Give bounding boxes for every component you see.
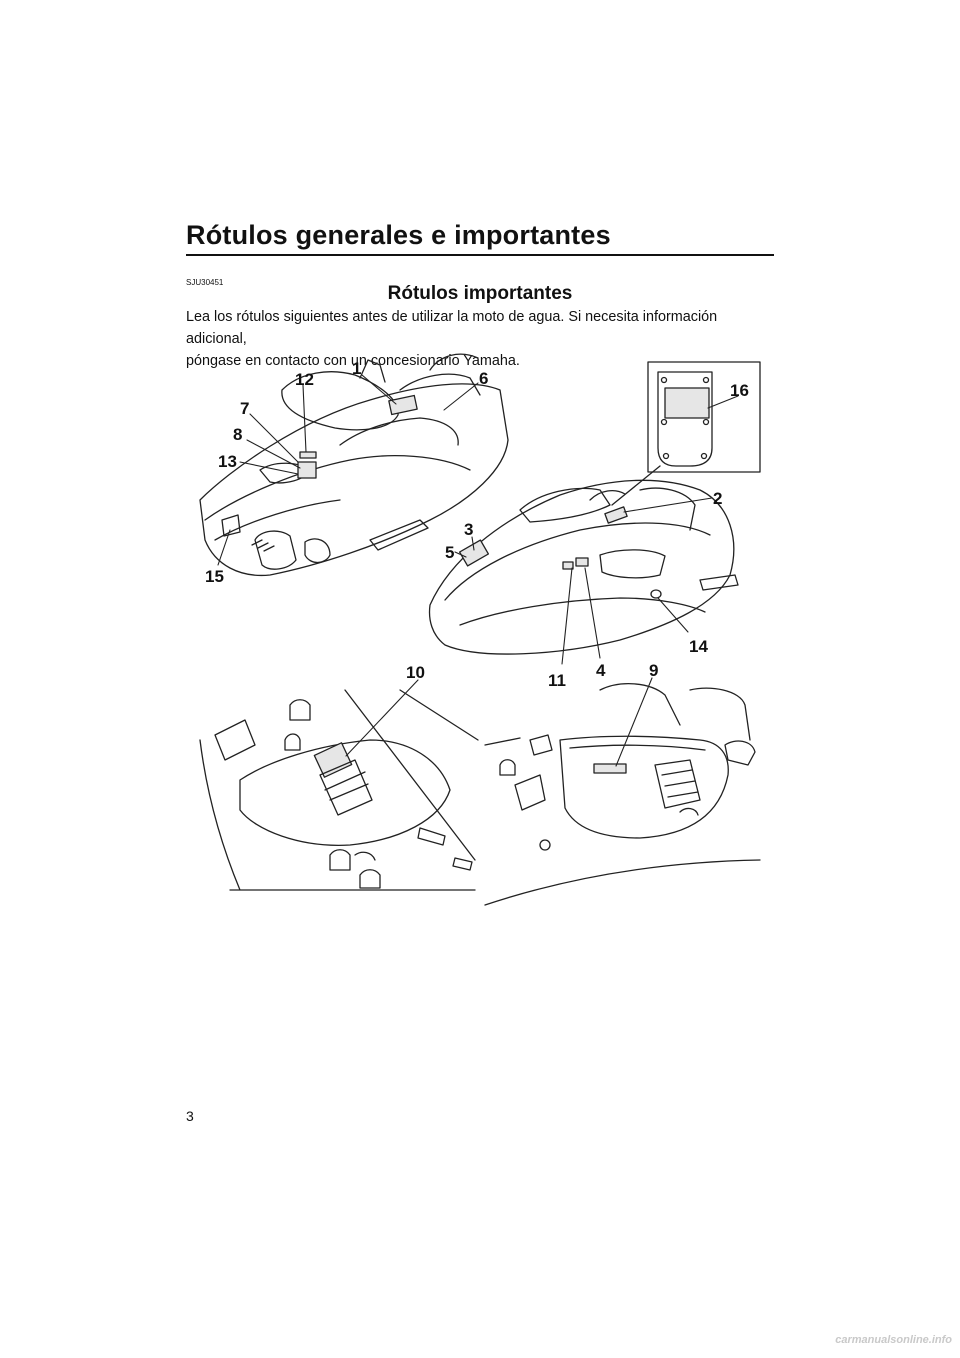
storage-compartment-illustration bbox=[484, 683, 761, 906]
callout-2: 2 bbox=[713, 489, 722, 508]
callout-10: 10 bbox=[406, 663, 425, 682]
callout-8: 8 bbox=[233, 425, 242, 444]
callout-6: 6 bbox=[479, 369, 488, 388]
intro-line-2: póngase en contacto con un concesionario… bbox=[186, 353, 520, 369]
intro-paragraph: Lea los rótulos siguientes antes de util… bbox=[186, 306, 776, 372]
intro-line-1: Lea los rótulos siguientes antes de util… bbox=[186, 309, 718, 347]
section-title: Rótulos importantes bbox=[387, 283, 573, 304]
callout-5: 5 bbox=[445, 543, 454, 562]
callout-11: 11 bbox=[548, 671, 566, 690]
page-header-title: Rótulos generales e importantes bbox=[186, 220, 611, 250]
callout-16: 16 bbox=[730, 381, 749, 400]
header-rule bbox=[186, 254, 774, 256]
callout-14: 14 bbox=[689, 637, 708, 656]
callout-leader-lines bbox=[217, 374, 739, 767]
inset-label-detail bbox=[611, 361, 761, 506]
callout-9: 9 bbox=[649, 661, 658, 680]
callout-3: 3 bbox=[464, 520, 473, 539]
callout-7: 7 bbox=[240, 399, 249, 418]
callout-12: 12 bbox=[295, 370, 314, 389]
watercraft-rear-illustration bbox=[199, 353, 509, 577]
callout-4: 4 bbox=[596, 661, 606, 680]
footer-watermark: carmanualsonline.info bbox=[835, 1334, 952, 1346]
callout-13: 13 bbox=[218, 452, 237, 471]
engine-compartment-illustration bbox=[199, 689, 479, 891]
watercraft-front-illustration bbox=[428, 479, 739, 655]
callout-1: 1 bbox=[352, 359, 361, 378]
section-code: SJU30451 bbox=[186, 278, 224, 287]
page-number: 3 bbox=[186, 1108, 194, 1124]
callout-15: 15 bbox=[205, 567, 224, 586]
